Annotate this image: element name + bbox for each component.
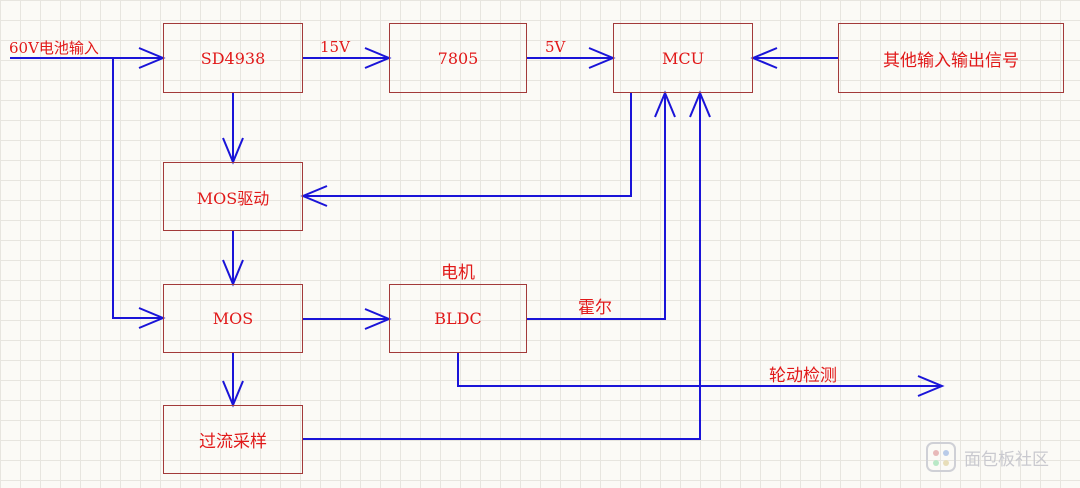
wheel-detect-label: 轮动检测: [769, 366, 837, 386]
mos-driver-block: MOS驱动: [163, 162, 303, 231]
wire-mcu-to-driver: [303, 93, 632, 197]
arrowhead-wheel-detect: [917, 375, 945, 397]
mos-block: MOS: [163, 284, 303, 353]
arrowhead-mcu-sampling: [689, 90, 711, 118]
arrowhead-mcu-hall: [654, 90, 676, 118]
battery-input-label: 60V电池输入: [9, 39, 99, 57]
wire-battery-to-mos: [112, 58, 163, 319]
current-sampling-block: 过流采样: [163, 405, 303, 474]
voltage-15v-label: 15V: [320, 38, 350, 56]
wire-sampling-to-mcu: [303, 93, 701, 440]
watermark: 面包板社区: [924, 440, 1049, 474]
arrowhead-driver-right: [300, 185, 328, 207]
arrowhead-mcu-right: [750, 47, 778, 69]
hall-label: 霍尔: [578, 298, 612, 318]
watermark-text: 面包板社区: [964, 449, 1049, 470]
bldc-block: BLDC: [389, 284, 527, 353]
sd4938-block: SD4938: [163, 23, 303, 93]
wire-wheel-detect: [457, 353, 942, 387]
mcu-block: MCU: [613, 23, 753, 93]
motor-label: 电机: [441, 263, 475, 283]
voltage-5v-label: 5V: [545, 38, 566, 56]
wire-hall-to-mcu: [527, 93, 666, 320]
reg-7805-block: 7805: [389, 23, 527, 93]
watermark-logo-icon: [926, 442, 956, 472]
other-io-block: 其他输入输出信号: [838, 23, 1064, 93]
